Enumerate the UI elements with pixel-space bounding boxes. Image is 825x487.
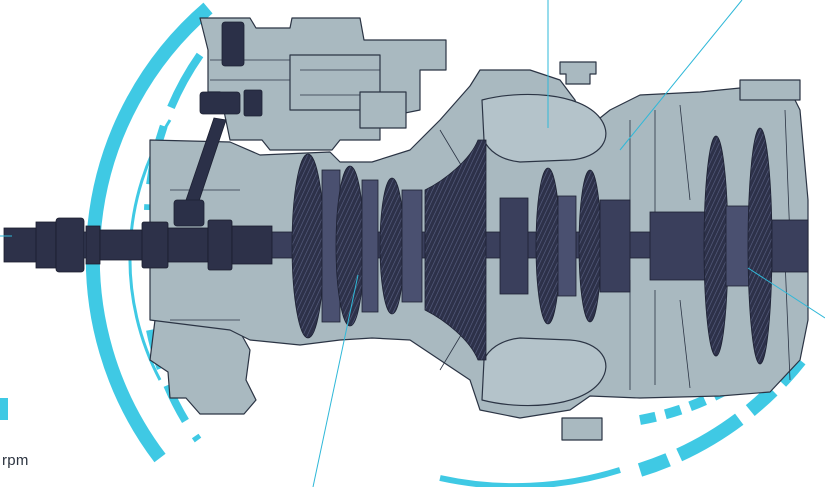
left-inner-arc-top: [144, 52, 204, 211]
leader-compressor: [312, 274, 359, 487]
power-turbine: [649, 127, 809, 365]
turbine-stage-1: [535, 167, 561, 325]
power-turbine-stage-2: [747, 127, 773, 365]
centrifugal-impeller: [424, 139, 487, 361]
gearbox-internals: [173, 21, 263, 227]
right-bottom-arc: [439, 467, 621, 487]
compressor-stage-3: [379, 177, 405, 315]
left-tick: [0, 398, 8, 420]
turbine-stage-2: [578, 169, 602, 323]
accessory-block-2: [359, 91, 407, 129]
top-gear: [221, 21, 245, 67]
drive-gear-2: [243, 89, 263, 117]
hp-turbine: [499, 167, 631, 325]
rotor-assembly: [3, 127, 809, 365]
right-inner-arc: [639, 356, 774, 425]
right-accent-arcs: [439, 355, 806, 487]
bottom-mount: [561, 417, 603, 441]
top-bracket: [559, 61, 597, 85]
left-outer-arc: [85, 2, 213, 463]
combustor-lower: [481, 337, 607, 407]
leader-hp-turbine: [619, 0, 743, 151]
top-right-flange: [739, 79, 801, 101]
drive-gear: [199, 91, 241, 115]
compressor-stage-1: [291, 153, 325, 339]
right-outer-arc: [637, 355, 806, 477]
axial-compressor: [291, 153, 423, 339]
power-turbine-stage-1: [703, 135, 729, 357]
rpm-unit-label: rpm: [2, 452, 29, 469]
output-shaft-flange: [3, 217, 273, 273]
leader-power-turbine: [747, 267, 825, 319]
combustor-upper: [481, 93, 607, 163]
accessory-gear-lower: [173, 199, 205, 227]
compressor-stage-2: [335, 165, 365, 327]
casing-detail-lines: [170, 59, 791, 390]
